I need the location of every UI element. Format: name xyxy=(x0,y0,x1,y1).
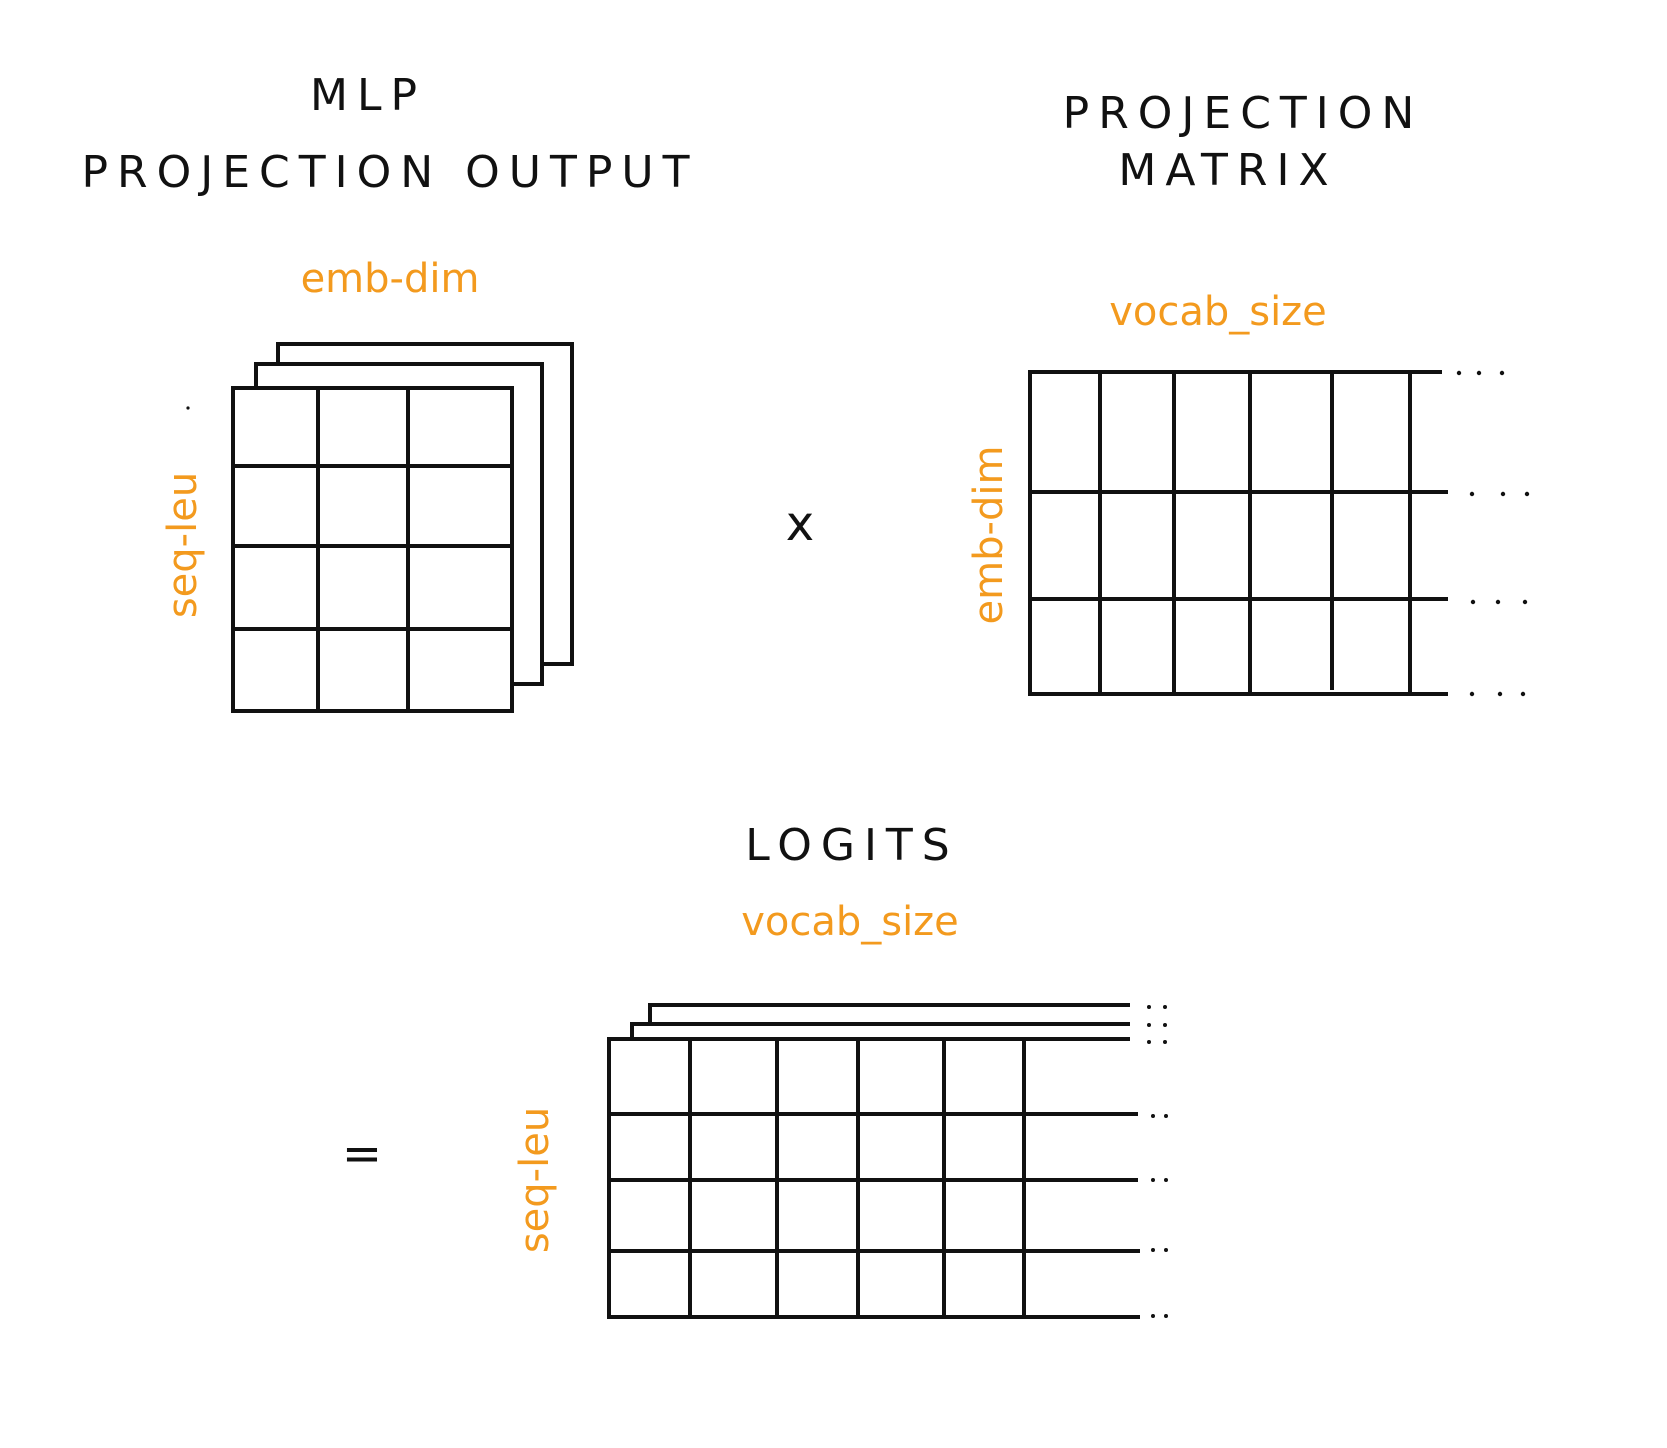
mlp-seq-len-label: seq-leu xyxy=(160,472,206,618)
ellipsis-dot xyxy=(1163,1040,1167,1044)
projection-title-line1: PROJECTION xyxy=(1063,88,1424,139)
ellipsis-dot xyxy=(1151,1114,1155,1118)
ellipsis-dot xyxy=(1469,691,1475,697)
ellipsis-dot xyxy=(1497,691,1503,697)
logits-seq-len-label: seq-leu xyxy=(512,1107,558,1253)
projection-vocab-size-label: vocab_size xyxy=(1109,289,1327,335)
ellipsis-dot xyxy=(1469,491,1475,497)
logits-title: LOGITS xyxy=(745,820,958,871)
multiply-operator: x xyxy=(786,496,814,552)
ellipsis-dot xyxy=(1151,1248,1155,1252)
logits-back-sheets xyxy=(630,1003,1130,1041)
mlp-output-tensor xyxy=(231,342,574,713)
ellipsis-dot xyxy=(1151,1314,1155,1318)
ellipsis-dot xyxy=(1151,1178,1155,1182)
ellipsis-dot xyxy=(1524,491,1530,497)
ellipsis-dot xyxy=(1495,599,1501,605)
stray-mark xyxy=(186,406,190,410)
ellipsis-dot xyxy=(1499,370,1505,376)
projection-continuation-dots xyxy=(1456,370,1530,697)
logits-tensor xyxy=(607,1003,1140,1319)
ellipsis-dot xyxy=(1476,370,1482,376)
logits-vocab-size-label: vocab_size xyxy=(741,899,959,945)
ellipsis-dot xyxy=(1522,599,1528,605)
projection-matrix xyxy=(1028,370,1448,696)
ellipsis-dot xyxy=(1147,1005,1151,1009)
mlp-front-grid xyxy=(231,386,514,713)
ellipsis-dot xyxy=(1147,1023,1151,1027)
ellipsis-dot xyxy=(1520,691,1526,697)
equals-operator: = xyxy=(342,1126,382,1182)
ellipsis-dot xyxy=(1164,1248,1168,1252)
ellipsis-dot xyxy=(1164,1178,1168,1182)
logits-front-grid xyxy=(607,1037,1140,1319)
ellipsis-dot xyxy=(1147,1040,1151,1044)
projection-emb-dim-label: emb-dim xyxy=(966,446,1012,625)
mlp-emb-dim-label: emb-dim xyxy=(301,256,480,302)
mlp-front-sheet xyxy=(231,386,514,713)
ellipsis-dot xyxy=(1500,491,1506,497)
logits-continuation-dots xyxy=(1147,1005,1168,1318)
ellipsis-dot xyxy=(1164,1114,1168,1118)
ellipsis-dot xyxy=(1164,1314,1168,1318)
mlp-title-line1: MLP xyxy=(310,70,426,121)
mlp-title-line2: PROJECTION OUTPUT xyxy=(82,147,699,198)
ellipsis-dot xyxy=(1163,1023,1167,1027)
ellipsis-dot xyxy=(1456,370,1462,376)
ellipsis-dot xyxy=(1163,1005,1167,1009)
ellipsis-dot xyxy=(1470,599,1476,605)
projection-title-line2: MATRIX xyxy=(1118,145,1337,196)
